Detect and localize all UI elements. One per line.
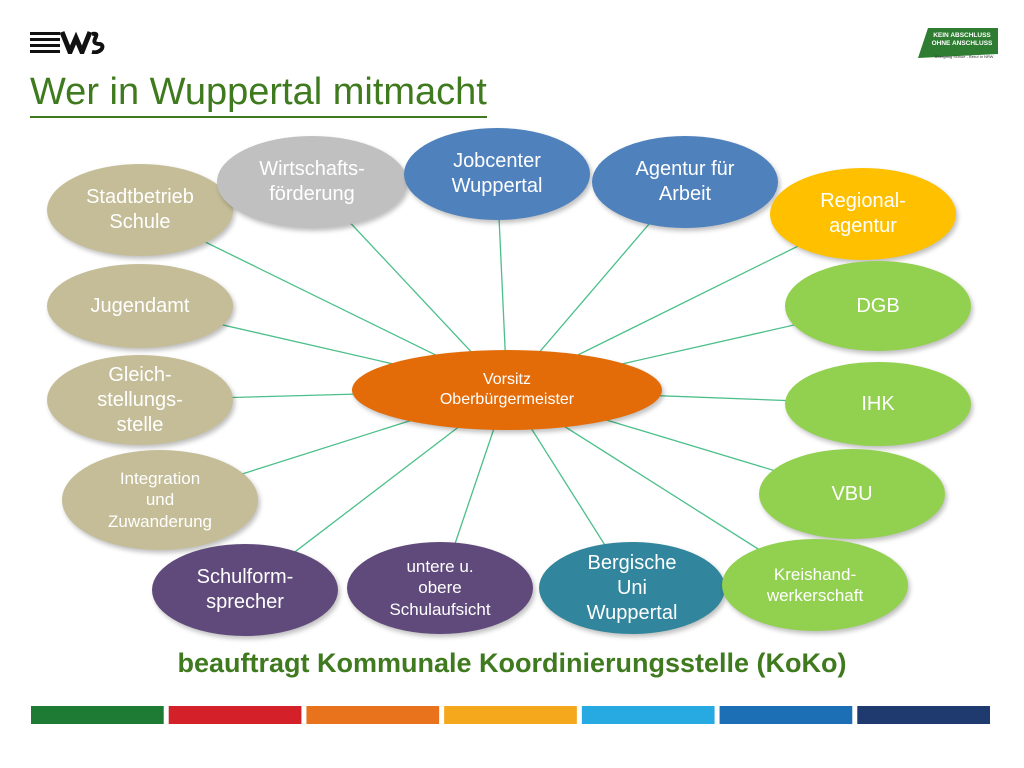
node-label: Gleich- stellungs- stelle bbox=[97, 363, 183, 436]
node-label: Kreishand- werkerschaft bbox=[766, 564, 864, 605]
node-label: Integration und Zuwanderung bbox=[108, 469, 212, 531]
node-label: untere u. obere Schulaufsicht bbox=[389, 557, 491, 619]
node-label: Schulform- sprecher bbox=[196, 566, 294, 613]
footer-caption: beauftragt Kommunale Koordinierungsstell… bbox=[177, 648, 847, 678]
footer-bar-segment bbox=[168, 706, 302, 724]
node-kreishandwerkerschaft: Kreishand- werkerschaft bbox=[722, 539, 908, 631]
wsw-logo-icon bbox=[30, 31, 105, 54]
node-label: VBU bbox=[831, 482, 873, 505]
page-title: Wer in Wuppertal mitmacht bbox=[30, 70, 487, 118]
node-schulaufsicht: untere u. obere Schulaufsicht bbox=[347, 542, 533, 634]
node-ihk: IHK bbox=[785, 362, 971, 446]
node-vbu: VBU bbox=[759, 449, 945, 539]
node-integration-und-zuwanderung: Integration und Zuwanderung bbox=[62, 450, 258, 550]
node-label: Wirtschafts- förderung bbox=[259, 158, 365, 205]
logo-text-line1: KEIN ABSCHLUSS bbox=[933, 32, 991, 39]
node-jugendamt: Jugendamt bbox=[47, 264, 233, 348]
node-label-center: Vorsitz Oberbürgermeister bbox=[439, 371, 575, 408]
node-label: DGB bbox=[856, 294, 900, 317]
node-wirtschaftsfoerderung: Wirtschafts- förderung bbox=[217, 136, 407, 228]
node-stadtbetrieb-schule: Stadtbetrieb Schule bbox=[47, 164, 233, 256]
node-label: Regional- agentur bbox=[820, 190, 906, 237]
node-label: Agentur für Arbeit bbox=[635, 158, 735, 205]
node-schulformsprecher: Schulform- sprecher bbox=[152, 544, 338, 636]
footer-color-bar bbox=[31, 706, 990, 724]
footer-bar-segment bbox=[306, 706, 440, 724]
node-label: Bergische Uni Wuppertal bbox=[586, 551, 678, 624]
node-label: Jugendamt bbox=[90, 294, 190, 317]
footer-bar-segment bbox=[444, 706, 577, 724]
node-jobcenter-wuppertal: Jobcenter Wuppertal bbox=[404, 128, 590, 220]
logo-text-line2: OHNE ANSCHLUSS bbox=[932, 40, 993, 47]
node-label: IHK bbox=[861, 392, 895, 415]
node-label: Jobcenter Wuppertal bbox=[451, 150, 543, 197]
node-gleichstellungsstelle: Gleich- stellungs- stelle bbox=[47, 355, 233, 445]
logo-text-line3: Übergang Schule - Beruf in NRW bbox=[935, 54, 994, 59]
footer-bar-segment bbox=[31, 706, 164, 724]
node-bergische-uni-wuppertal: Bergische Uni Wuppertal bbox=[539, 542, 725, 634]
footer-bar-segment bbox=[719, 706, 853, 724]
node-agentur-fuer-arbeit: Agentur für Arbeit bbox=[592, 136, 778, 228]
footer-bar-segment bbox=[857, 706, 990, 724]
node-dgb: DGB bbox=[785, 261, 971, 351]
node-label: Stadtbetrieb Schule bbox=[86, 186, 194, 233]
node-regionalagentur: Regional- agentur bbox=[770, 168, 956, 260]
node-vorsitz-oberbuergermeister: Vorsitz Oberbürgermeister bbox=[352, 350, 662, 430]
footer-bar-segment bbox=[581, 706, 715, 724]
kein-abschluss-logo: KEIN ABSCHLUSS OHNE ANSCHLUSS Übergang S… bbox=[918, 28, 998, 59]
